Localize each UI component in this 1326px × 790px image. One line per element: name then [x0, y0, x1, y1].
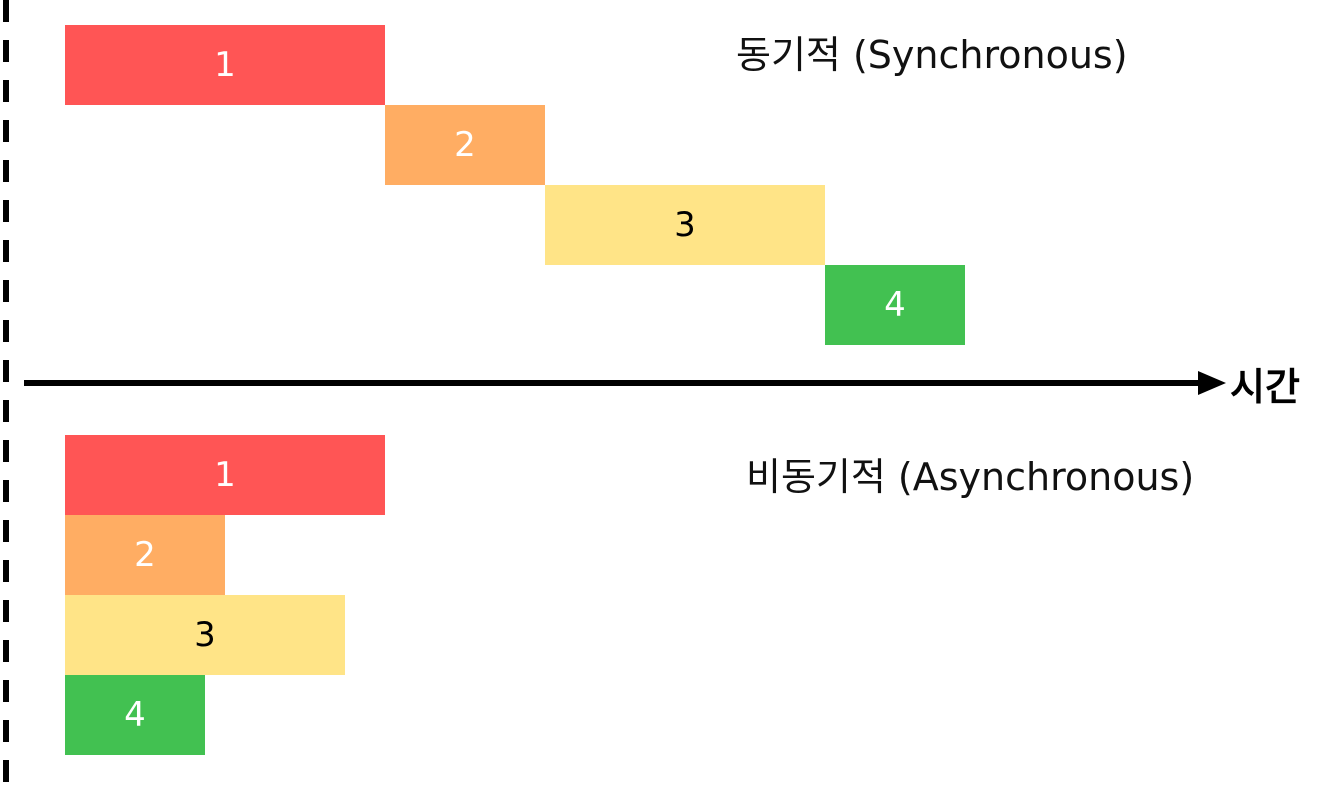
sync-task-3: 3 [545, 185, 825, 265]
time-axis-arrowhead [1198, 371, 1226, 395]
sync-task-4: 4 [825, 265, 965, 345]
async-task-4: 4 [65, 675, 205, 755]
async-task-2: 2 [65, 515, 225, 595]
sync-task-2: 2 [385, 105, 545, 185]
time-axis-label: 시간 [1230, 365, 1300, 409]
time-axis-line [24, 380, 1204, 386]
async-task-1: 1 [65, 435, 385, 515]
async-task-3: 3 [65, 595, 345, 675]
timeline-start-dashed-line [3, 0, 9, 790]
sync-task-1: 1 [65, 25, 385, 105]
async-title: 비동기적 (Asynchronous) [746, 455, 1195, 499]
sync-title: 동기적 (Synchronous) [736, 33, 1128, 77]
